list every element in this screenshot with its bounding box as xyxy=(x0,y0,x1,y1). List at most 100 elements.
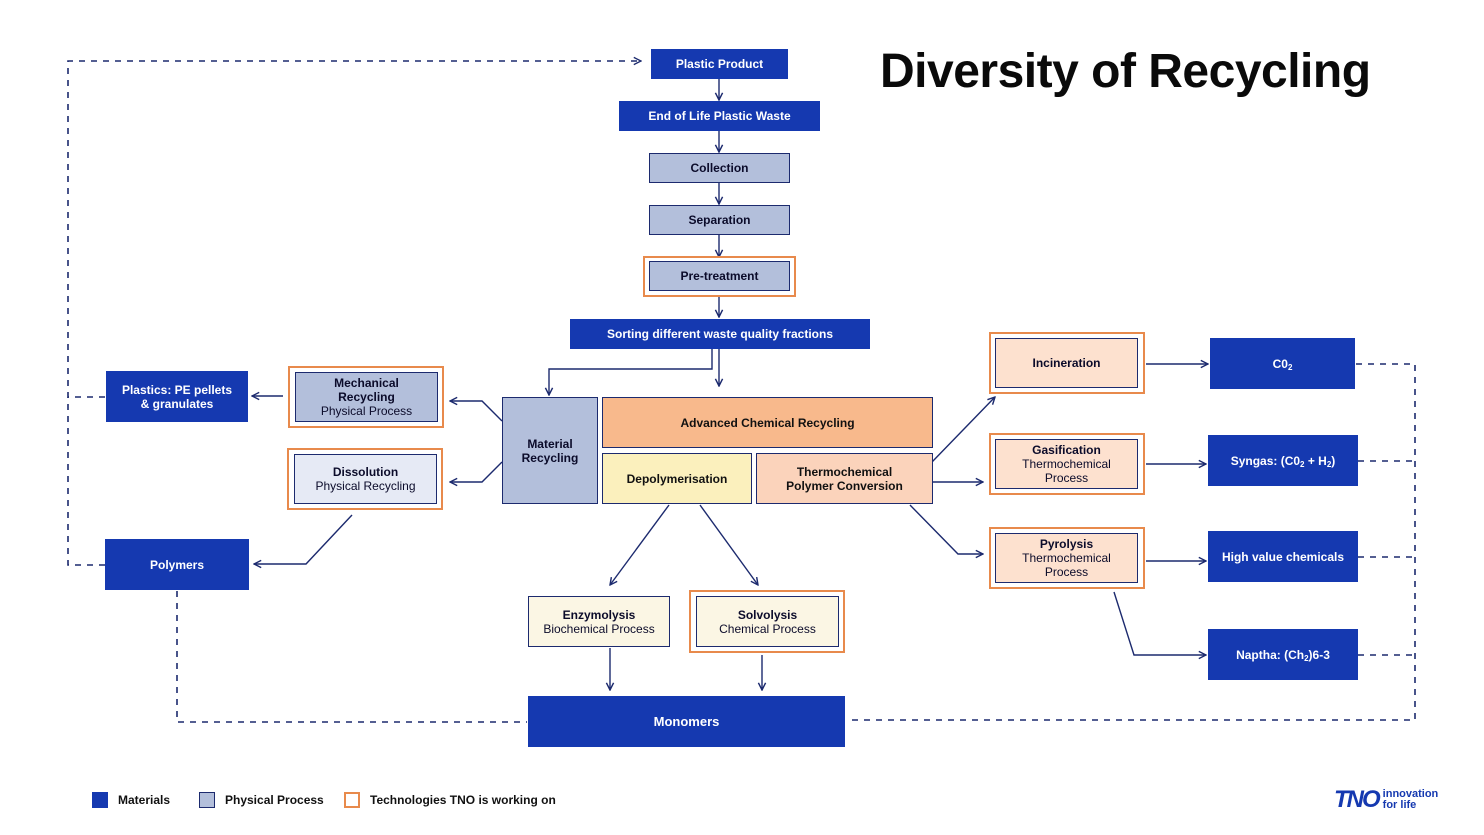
node-gasification-sub: Thermochemical Process xyxy=(1022,457,1111,485)
node-enzymolysis-sub: Biochemical Process xyxy=(543,621,655,636)
node-advanced-chemical-recycling: Advanced Chemical Recycling xyxy=(602,397,933,448)
arrow-depoly-to-enzymolysis xyxy=(610,504,670,585)
node-dissolution: Dissolution Physical Recycling xyxy=(294,454,437,504)
tno-frame-pretreatment xyxy=(643,256,796,297)
node-thermochemical-conversion: Thermochemical Polymer Conversion xyxy=(756,453,933,504)
page-title: Diversity of Recycling xyxy=(880,45,1371,98)
arrow-thermo-to-pyrolysis xyxy=(909,504,983,554)
naptha-text-b: )6-3 xyxy=(1308,647,1330,662)
node-syngas: Syngas: (C02 + H2) xyxy=(1208,435,1358,486)
node-pyrolysis-title: Pyrolysis xyxy=(1039,537,1094,551)
arrow-material-to-mechanical xyxy=(450,401,503,422)
tno-logo-tagline-1: innovation xyxy=(1382,788,1439,800)
legend-tno-swatch xyxy=(344,792,360,808)
arrow-material-to-dissolution xyxy=(450,461,503,482)
tno-logo: TNO innovation for life xyxy=(1334,788,1438,812)
node-pretreatment: Pre-treatment xyxy=(649,261,790,291)
syngas-text-b: + H xyxy=(1304,453,1327,468)
node-advanced-chemical-label: Advanced Chemical Recycling xyxy=(680,415,855,430)
legend-physical-process: Physical Process xyxy=(199,792,324,808)
node-end-of-life-label: End of Life Plastic Waste xyxy=(648,109,791,123)
node-pe-pellets-label: Plastics: PE pellets & granulates xyxy=(121,382,233,411)
node-polymers: Polymers xyxy=(105,539,249,590)
node-monomers-label: Monomers xyxy=(653,713,720,729)
legend-materials: Materials xyxy=(92,792,170,808)
tno-logo-tagline-2: for life xyxy=(1382,799,1417,811)
arrow-dissolution-to-polymers xyxy=(254,514,353,564)
node-naptha-label: Naptha: (Ch2)6-3 xyxy=(1236,647,1330,663)
legend-materials-swatch xyxy=(92,792,108,808)
node-separation: Separation xyxy=(649,205,790,235)
tno-frame-mechanical xyxy=(288,366,444,428)
node-collection: Collection xyxy=(649,153,790,183)
node-polymers-label: Polymers xyxy=(149,557,205,572)
naptha-text-a: Naptha: (Ch xyxy=(1236,647,1305,662)
legend-physical-swatch xyxy=(199,792,215,808)
tno-frame-gasification xyxy=(989,433,1145,495)
node-sorting-label: Sorting different waste quality fraction… xyxy=(606,327,834,341)
legend-tno-technologies: Technologies TNO is working on xyxy=(344,792,556,808)
node-pyrolysis-sub: Thermochemical Process xyxy=(1022,551,1111,579)
node-enzymolysis-title: Enzymolysis xyxy=(562,607,636,622)
tno-frame-incineration xyxy=(989,332,1145,394)
tno-logo-mark: TNO xyxy=(1334,786,1381,813)
node-monomers: Monomers xyxy=(528,696,845,747)
dashed-loop-polymers xyxy=(67,397,105,566)
node-end-of-life-waste: End of Life Plastic Waste xyxy=(619,101,820,131)
naptha-subscript: 2 xyxy=(1304,653,1309,663)
node-incineration: Incineration xyxy=(995,338,1138,388)
arrow-sorting-to-material xyxy=(549,349,713,395)
tno-frame-pyrolysis xyxy=(989,527,1145,589)
co2-text: C0 xyxy=(1272,356,1288,371)
dashed-loop-pellets xyxy=(67,61,641,398)
legend-physical-label: Physical Process xyxy=(225,793,324,807)
node-separation-label: Separation xyxy=(688,213,751,227)
node-mechanical-recycling: Mechanical Recycling Physical Process xyxy=(295,372,438,422)
node-gasification: Gasification Thermochemical Process xyxy=(995,439,1138,489)
syngas-subscript-2: 2 xyxy=(1326,459,1332,469)
node-solvolysis-sub: Chemical Process xyxy=(719,621,816,636)
node-pe-pellets: Plastics: PE pellets & granulates xyxy=(106,371,248,422)
node-pyrolysis: Pyrolysis Thermochemical Process xyxy=(995,533,1138,583)
node-plastic-product-label: Plastic Product xyxy=(675,57,764,71)
node-enzymolysis: Enzymolysis Biochemical Process xyxy=(528,596,670,647)
node-thermochemical-label: Thermochemical Polymer Conversion xyxy=(786,464,903,493)
node-co2: C02 xyxy=(1210,338,1355,389)
node-pretreatment-label: Pre-treatment xyxy=(680,269,759,283)
node-material-recycling: Material Recycling xyxy=(502,397,598,504)
dashed-co2-return xyxy=(846,363,1416,721)
node-high-value-label: High value chemicals xyxy=(1221,549,1345,564)
legend-tno-label: Technologies TNO is working on xyxy=(370,793,556,807)
tno-frame-solvolysis xyxy=(689,590,845,653)
node-plastic-product: Plastic Product xyxy=(651,49,788,79)
dashed-polymers-to-monomers xyxy=(176,591,527,723)
tno-logo-tagline: innovation for life xyxy=(1383,789,1439,811)
node-depolymerisation-label: Depolymerisation xyxy=(626,471,728,486)
node-sorting: Sorting different waste quality fraction… xyxy=(570,319,870,349)
node-naptha: Naptha: (Ch2)6-3 xyxy=(1208,629,1358,680)
node-syngas-label: Syngas: (C02 + H2) xyxy=(1230,453,1336,469)
node-gasification-title: Gasification xyxy=(1032,443,1101,457)
node-mechanical-title: Mechanical Recycling xyxy=(334,376,399,404)
node-depolymerisation: Depolymerisation xyxy=(602,453,752,504)
arrow-depoly-to-solvolysis xyxy=(699,504,758,585)
node-co2-label: C02 xyxy=(1272,356,1293,372)
syngas-subscript-1: 2 xyxy=(1300,459,1305,469)
node-material-recycling-label: Material Recycling xyxy=(521,436,579,465)
arrow-thermo-to-incineration xyxy=(931,397,995,463)
syngas-text-a: Syngas: (C0 xyxy=(1230,453,1301,468)
arrow-pyrolysis-to-naptha xyxy=(1113,591,1206,655)
legend-materials-label: Materials xyxy=(118,793,171,807)
node-dissolution-title: Dissolution xyxy=(332,465,399,479)
node-collection-label: Collection xyxy=(690,161,749,175)
node-solvolysis: Solvolysis Chemical Process xyxy=(696,596,839,647)
node-mechanical-sub: Physical Process xyxy=(320,404,413,418)
node-solvolysis-title: Solvolysis xyxy=(737,607,798,622)
node-dissolution-sub: Physical Recycling xyxy=(315,479,416,493)
node-high-value-chemicals: High value chemicals xyxy=(1208,531,1358,582)
syngas-text-c: ) xyxy=(1331,453,1336,468)
node-incineration-label: Incineration xyxy=(1032,356,1101,370)
co2-subscript: 2 xyxy=(1287,362,1293,372)
tno-frame-dissolution xyxy=(287,448,443,510)
